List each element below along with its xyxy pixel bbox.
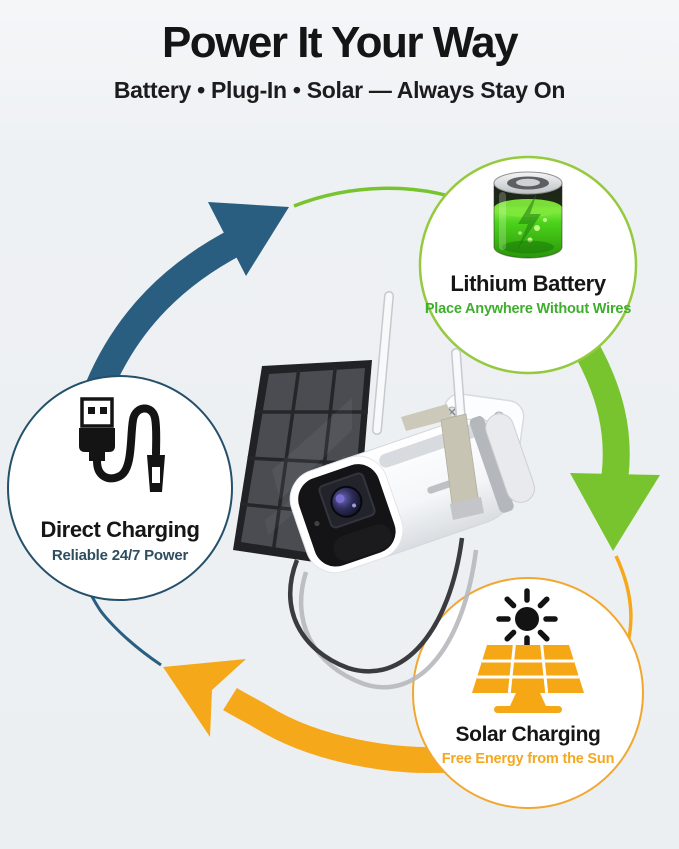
feature-solar-charging-label: Solar Charging Free Energy from the Sun <box>398 723 658 767</box>
sun-solar-panel-icon <box>472 588 584 713</box>
feature-title: Direct Charging <box>40 517 200 542</box>
feature-subtitle: Place Anywhere Without Wires <box>424 301 632 317</box>
feature-lithium-battery-label: Lithium Battery Place Anywhere Without W… <box>398 271 658 317</box>
battery-icon <box>493 171 563 259</box>
page-title: Power It Your Way <box>161 18 519 67</box>
page-subtitle: Battery • Plug-In • Solar — Always Stay … <box>113 77 566 104</box>
product-photo <box>233 291 536 690</box>
camera-lens <box>330 485 363 518</box>
feature-title: Solar Charging <box>455 723 601 746</box>
circle-lithium-battery <box>418 155 638 375</box>
sun-icon <box>496 588 558 650</box>
feature-title: Lithium Battery <box>450 271 606 296</box>
circle-direct-charging <box>7 375 233 601</box>
feature-subtitle: Reliable 24/7 Power <box>51 547 189 564</box>
mount-strap <box>401 404 484 520</box>
power-cables <box>287 537 479 690</box>
antenna-left <box>372 291 394 435</box>
spotlight-window <box>333 524 392 562</box>
usb-cable-icon <box>79 397 165 492</box>
header: Power It Your Way Battery • Plug-In • So… <box>0 18 679 104</box>
feature-direct-charging-label: Direct Charging Reliable 24/7 Power <box>0 517 240 564</box>
cable-shadow <box>298 549 479 690</box>
cable-dark <box>287 537 465 674</box>
feature-subtitle: Free Energy from the Sun <box>441 751 615 767</box>
panel-glyph <box>472 644 584 713</box>
mic-hole <box>314 520 320 527</box>
